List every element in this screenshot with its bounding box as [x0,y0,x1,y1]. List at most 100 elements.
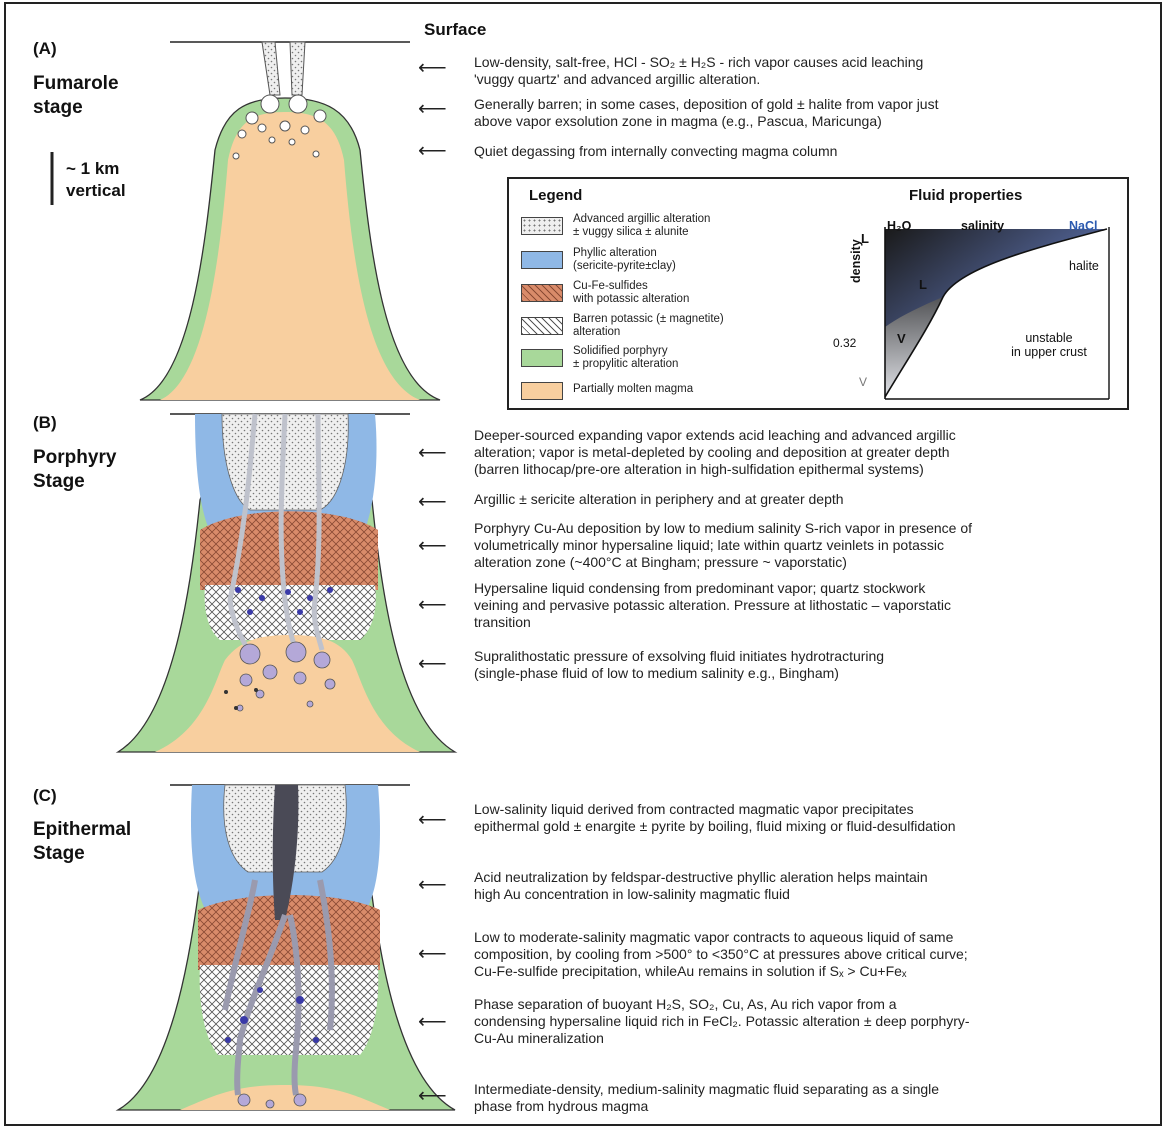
annotation-a1-line1: Low-density, salt-free, HCl - SO₂ ± H₂S … [474,54,923,71]
scale-bar-label: ~ 1 km vertical [66,158,126,202]
scale-bar-line1: ~ 1 km [66,158,126,180]
annotation-b1: Deeper-sourced expanding vapor extends a… [474,427,956,478]
annotation-c1-line2: epithermal gold ± enargite ± pyrite by b… [474,818,956,835]
annotation-b5-line1: Supralithostatic pressure of exsolving f… [474,648,884,665]
annotation-b5-line2: (single-phase fluid of low to medium sal… [474,665,884,682]
legend-label-2b: (sericite-pyrite±clay) [573,260,783,273]
annotation-b5: Supralithostatic pressure of exsolving f… [474,648,884,682]
stage-c-cross-section [118,785,455,1110]
legend-label-advanced-argillic: Advanced argillic alteration± vuggy sili… [573,213,783,239]
annotation-c3-line1: Low to moderate-salinity magmatic vapor … [474,929,968,946]
legend-item-molten-magma: Partially molten magma [521,378,781,408]
cu-fe-zone-c [198,895,380,970]
legend-label-5a: Solidified porphyry [573,345,783,358]
legend-label-1b: ± vuggy silica ± alunite [573,226,783,239]
legend-label-1a: Advanced argillic alteration [573,213,783,226]
legend-title: Legend [529,187,582,204]
arrow-b5-icon: ⟵ [418,656,447,672]
annotation-b4-line2: veining and pervasive potassic alteratio… [474,597,951,614]
fluid-v-axis-label: V [859,375,867,389]
arrow-a3-icon: ⟵ [418,143,447,159]
stage-b-name-line2: Stage [33,470,116,494]
legend-label-4b: alteration [573,326,783,339]
stage-b-letter: (B) [33,413,57,433]
annotation-c3: Low to moderate-salinity magmatic vapor … [474,929,968,980]
stage-c-name: Epithermal Stage [33,818,131,866]
fluid-unstable-line1: unstable [989,331,1109,345]
annotation-c1: Low-salinity liquid derived from contrac… [474,801,956,835]
legend-swatch-phyllic [521,251,563,269]
arrow-b1-icon: ⟵ [418,445,447,461]
vent-a [262,42,305,95]
annotation-b3-line1: Porphyry Cu-Au deposition by low to medi… [474,520,972,537]
arrow-a1-icon: ⟵ [418,60,447,76]
annotation-c5-line1: Intermediate-density, medium-salinity ma… [474,1081,939,1098]
legend-label-6a: Partially molten magma [573,383,783,396]
annotation-c3-line3: Cu-Fe-sulfide precipitation, whileAu rem… [474,963,968,980]
annotation-b3-line2: volumetrically minor hypersaline liquid;… [474,537,972,554]
stage-a-name: Fumarole stage [33,72,119,120]
annotation-a3: Quiet degassing from internally convecti… [474,143,837,160]
annotation-a2-line2: above vapor exsolution zone in magma (e.… [474,113,938,130]
legend-swatch-cu-fe [521,284,563,302]
stage-b-cross-section [118,414,455,752]
fluid-properties-title: Fluid properties [909,187,1022,204]
cu-fe-zone-b [200,511,378,590]
arrow-c2-icon: ⟵ [418,877,447,893]
fluid-tick-label: 0.32 [833,336,856,350]
legend-label-4a: Barren potassic (± magnetite) [573,313,783,326]
fluid-density-label: density [849,239,863,283]
legend-label-2a: Phyllic alteration [573,247,783,260]
annotation-a2: Generally barren; in some cases, deposit… [474,96,938,130]
arrow-c4-icon: ⟵ [418,1014,447,1030]
annotation-c2-line1: Acid neutralization by feldspar-destruct… [474,869,928,886]
annotation-b2: Argillic ± sericite alteration in periph… [474,491,844,508]
stage-c-letter: (C) [33,786,57,806]
fluid-unstable-label: unstable in upper crust [989,331,1109,359]
annotation-c5: Intermediate-density, medium-salinity ma… [474,1081,939,1115]
fluid-nacl-label: NaCl [1069,219,1097,233]
annotation-b1-line3: (barren lithocap/pre-ore alteration in h… [474,461,956,478]
annotation-c3-line2: composition, by cooling from >500° to <3… [474,946,968,963]
legend-item-cu-fe: Cu-Fe-sulfideswith potassic alteration [521,280,781,310]
legend-label-solidified-porphyry: Solidified porphyry± propylitic alterati… [573,345,783,371]
annotation-a3-line1: Quiet degassing from internally convecti… [474,143,837,160]
annotation-b4-line1: Hypersaline liquid condensing from predo… [474,580,951,597]
legend-label-3a: Cu-Fe-sulfides [573,280,783,293]
stage-a-name-line2: stage [33,96,119,120]
legend-item-advanced-argillic: Advanced argillic alteration± vuggy sili… [521,213,781,243]
annotation-a2-line1: Generally barren; in some cases, deposit… [474,96,938,113]
annotation-b4: Hypersaline liquid condensing from predo… [474,580,951,631]
scale-bar-line2: vertical [66,180,126,202]
annotation-b1-line2: alteration; vapor is metal-depleted by c… [474,444,956,461]
fluid-halite-label: halite [1069,259,1099,273]
annotation-b4-line3: transition [474,614,951,631]
legend-item-solidified-porphyry: Solidified porphyry± propylitic alterati… [521,345,781,375]
annotation-b3: Porphyry Cu-Au deposition by low to medi… [474,520,972,571]
annotation-c5-line2: phase from hydrous magma [474,1098,939,1115]
legend-swatch-molten-magma [521,382,563,400]
annotation-c2: Acid neutralization by feldspar-destruct… [474,869,928,903]
stage-b-name-line1: Porphyry [33,446,116,470]
legend-swatch-barren-potassic [521,317,563,335]
legend-label-3b: with potassic alteration [573,293,783,306]
fluid-region-l-label: L [919,277,927,292]
annotation-b2-line1: Argillic ± sericite alteration in periph… [474,491,844,508]
fluid-unstable-line2: in upper crust [989,345,1109,359]
fluid-salinity-label: salinity [961,219,1004,233]
stage-a-letter: (A) [33,39,57,59]
annotation-b3-line3: alteration zone (~400°C at Bingham; pres… [474,554,972,571]
annotation-c4-line3: Cu-Au mineralization [474,1030,970,1047]
annotation-c1-line1: Low-salinity liquid derived from contrac… [474,801,956,818]
legend-swatch-solidified-porphyry [521,349,563,367]
arrow-c5-icon: ⟵ [418,1088,447,1104]
fluid-region-v-label: V [897,331,906,346]
legend-label-phyllic: Phyllic alteration(sericite-pyrite±clay) [573,247,783,273]
stage-b-name: Porphyry Stage [33,446,116,494]
legend-label-5b: ± propylitic alteration [573,358,783,371]
arrow-b4-icon: ⟵ [418,597,447,613]
fluid-h2o-label: H₂O [887,219,911,233]
annotation-c4: Phase separation of buoyant H₂S, SO₂, Cu… [474,996,970,1047]
annotation-c4-line2: condensing hypersaline liquid rich in Fe… [474,1013,970,1030]
legend-label-barren-potassic: Barren potassic (± magnetite)alteration [573,313,783,339]
